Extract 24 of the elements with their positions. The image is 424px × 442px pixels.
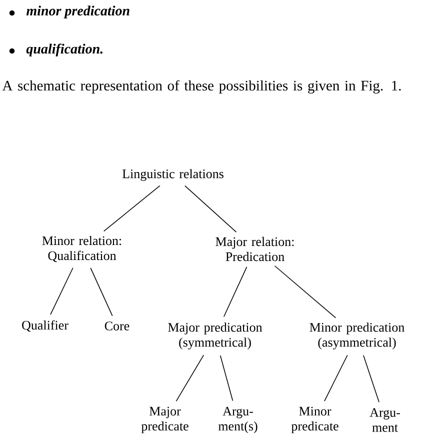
list-item: minor predication — [26, 6, 130, 18]
node-label: Major relation: Predication — [216, 236, 294, 262]
branch-line — [184, 185, 237, 232]
node-label: Minor predicate — [291, 406, 338, 434]
branch-line — [220, 355, 234, 402]
node-label: Argu- ment — [370, 408, 400, 432]
node-label: Minor predication (asymmetrical) — [310, 322, 404, 350]
node-label: Core — [104, 322, 130, 330]
list-item: qualification. — [26, 44, 102, 56]
node-label: Major predicate — [141, 406, 188, 434]
branch-line — [223, 266, 248, 318]
branch-line — [274, 265, 336, 318]
node-label: Linguistic relations — [122, 169, 224, 181]
node-label: Minor relation: Qualification — [42, 236, 122, 262]
branch-line — [50, 267, 74, 315]
branch-line — [324, 354, 348, 402]
branch-line — [90, 268, 113, 316]
paragraph: A schematic representation of these possibilities is given in Fig. 1. — [2, 80, 401, 94]
branch-line — [176, 354, 204, 402]
node-label: Argu- ment(s) — [218, 406, 258, 434]
node-label: Major predication (symmetrical) — [168, 322, 262, 350]
branch-line — [103, 185, 160, 232]
branch-line — [363, 355, 380, 403]
node-label: Qualifier — [22, 320, 68, 332]
